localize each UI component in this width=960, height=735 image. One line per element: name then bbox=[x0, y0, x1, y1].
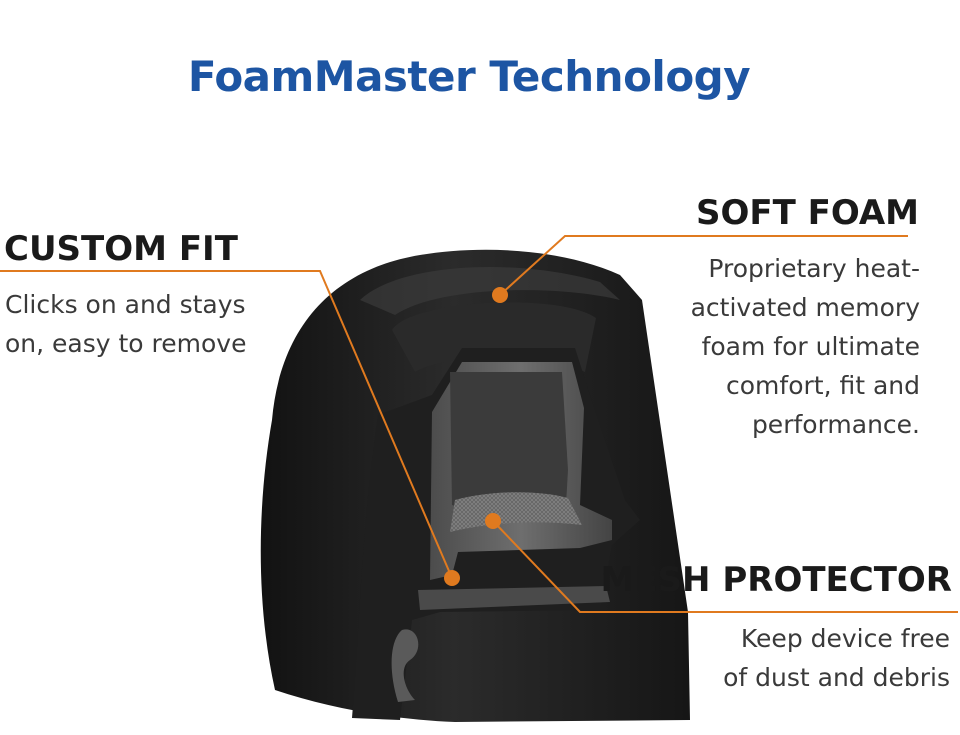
mesh-protector-description: Keep device free of dust and debris bbox=[723, 619, 950, 697]
page-title: FoamMaster Technology bbox=[187, 52, 751, 101]
mesh-filter bbox=[450, 492, 582, 532]
stem-notch bbox=[391, 629, 419, 702]
foam-rim bbox=[360, 267, 620, 315]
custom-fit-line: on, easy to remove bbox=[5, 329, 247, 358]
mesh-protector-marker bbox=[485, 513, 501, 529]
custom-fit-marker bbox=[444, 570, 460, 586]
soft-foam-line: activated memory bbox=[690, 293, 920, 322]
custom-fit-line: Clicks on and stays bbox=[5, 290, 246, 319]
mesh-protector-line: of dust and debris bbox=[723, 663, 950, 692]
soft-foam-heading: SOFT FOAM bbox=[696, 193, 920, 233]
mesh-protector-leader bbox=[492, 520, 958, 613]
mesh-protector-line: Keep device free bbox=[740, 624, 950, 653]
soft-foam-line: Proprietary heat- bbox=[708, 254, 920, 283]
custom-fit-heading: CUSTOM FIT bbox=[4, 229, 238, 269]
custom-fit-leader bbox=[0, 270, 453, 579]
mesh-protector-heading: MESH PROTECTOR bbox=[600, 560, 953, 600]
soft-foam-description: Proprietary heat- activated memory foam … bbox=[691, 249, 920, 444]
soft-foam-line: comfort, fit and bbox=[726, 371, 920, 400]
soft-foam-line: foam for ultimate bbox=[701, 332, 920, 361]
soft-foam-marker bbox=[492, 287, 508, 303]
soft-foam-leader bbox=[499, 235, 908, 296]
custom-fit-description: Clicks on and stays on, easy to remove bbox=[5, 285, 246, 363]
stem-cavity bbox=[450, 372, 568, 510]
soft-foam-line: performance. bbox=[751, 410, 920, 439]
